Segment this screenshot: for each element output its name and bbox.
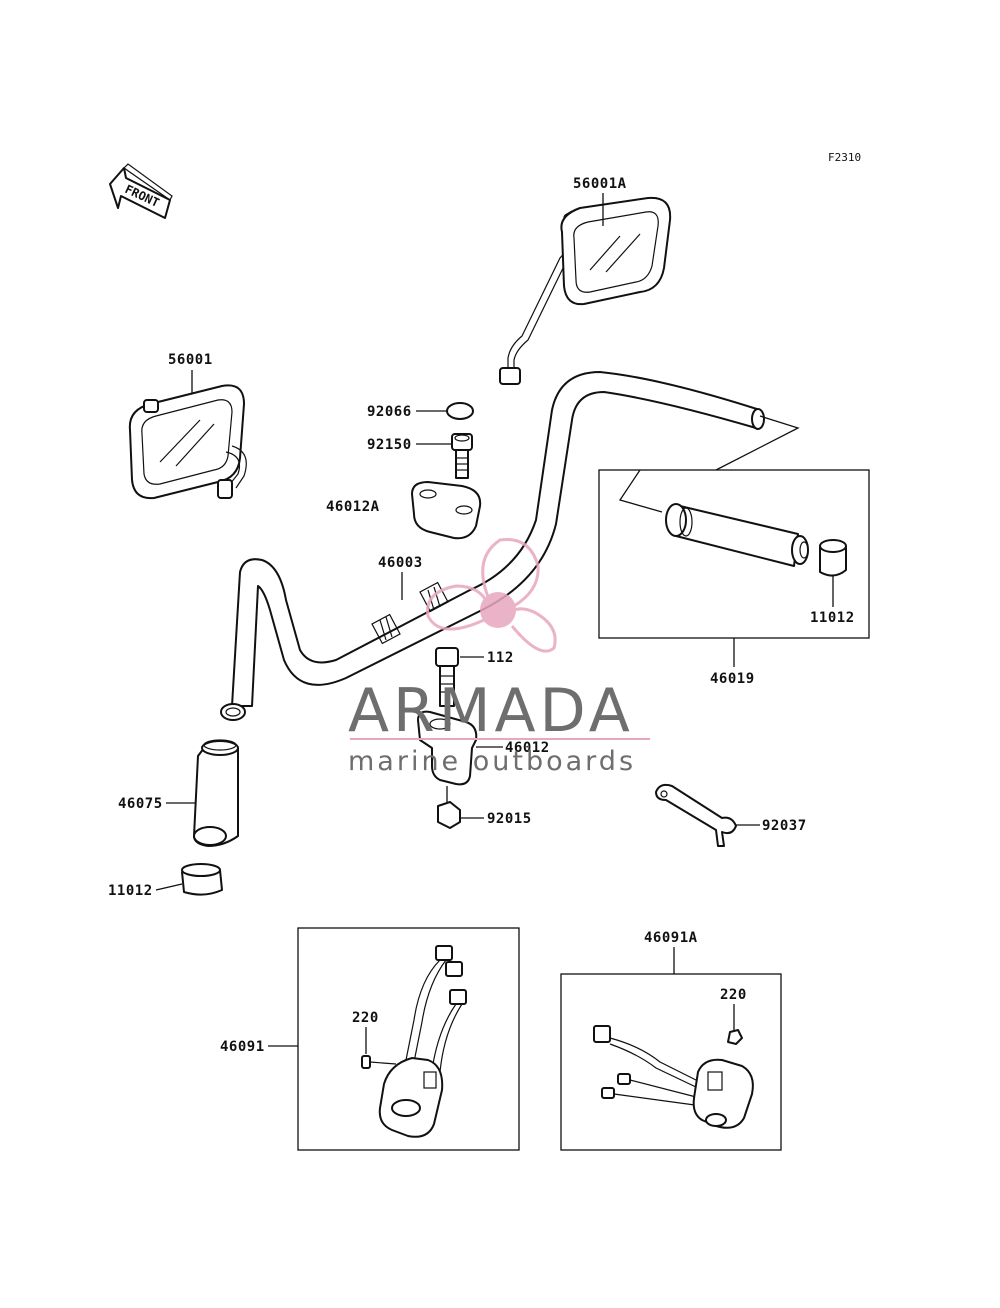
part-label-220-right: 220 <box>720 987 747 1003</box>
label-92037: 92037 <box>736 818 807 834</box>
bolt-112 <box>435 647 459 707</box>
part-label-46091: 46091 <box>220 1039 265 1055</box>
handlebar <box>220 371 765 721</box>
cap-92066 <box>446 402 474 420</box>
part-label-46075: 46075 <box>118 796 163 812</box>
label-92066: 92066 <box>367 404 447 420</box>
part-label-92150: 92150 <box>367 437 412 453</box>
label-56001A: 56001A <box>573 176 627 226</box>
nut-92015 <box>437 801 461 829</box>
part-label-92066: 92066 <box>367 404 412 420</box>
label-112: 112 <box>460 650 514 666</box>
propeller-logo-icon <box>426 538 557 653</box>
armada-watermark: ARMADA marine outboards <box>348 538 650 777</box>
part-label-46091A: 46091A <box>644 930 698 946</box>
right-switch-box <box>560 973 782 1151</box>
part-label-92015: 92015 <box>487 811 532 827</box>
end-cap-right <box>819 539 847 577</box>
part-label-92037: 92037 <box>762 818 807 834</box>
watermark-title: ARMADA <box>348 676 634 746</box>
part-label-220-left: 220 <box>352 1010 379 1026</box>
part-label-46012A: 46012A <box>326 499 380 515</box>
label-46003: 46003 <box>378 555 423 600</box>
label-11012-left: 11012 <box>108 883 183 899</box>
part-label-46003: 46003 <box>378 555 423 571</box>
end-cap-left <box>181 863 223 896</box>
part-label-56001A: 56001A <box>573 176 627 192</box>
part-label-46019: 46019 <box>710 671 755 687</box>
label-46012: 46012 <box>476 740 550 756</box>
right-switch-46091A <box>593 1025 754 1129</box>
label-11012-right: 11012 <box>810 576 855 626</box>
label-56001: 56001 <box>168 352 213 394</box>
label-46019: 46019 <box>710 638 755 687</box>
part-label-11012-right: 11012 <box>810 610 855 626</box>
grip-46075 <box>193 739 239 847</box>
throttle-leader <box>618 469 663 513</box>
label-220-left: 220 <box>352 1010 379 1054</box>
label-92150: 92150 <box>367 437 452 453</box>
left-switch-46091 <box>361 945 467 1138</box>
label-46091A: 46091A <box>644 930 698 974</box>
part-label-112: 112 <box>487 650 514 666</box>
stay-92037 <box>655 783 737 847</box>
right-mirror <box>499 196 672 385</box>
left-mirror <box>128 384 247 500</box>
figure-code: F2310 <box>828 151 861 164</box>
label-46075: 46075 <box>118 796 196 812</box>
front-arrow-icon: FRONT <box>109 163 173 219</box>
part-label-11012-left: 11012 <box>108 883 153 899</box>
watermark-subtitle: marine outboards <box>348 746 636 777</box>
throttle-grip-46019 <box>665 503 809 567</box>
handlebar-to-throttle-leader <box>715 415 800 471</box>
lower-holder-46012 <box>417 710 478 786</box>
label-46012A: 46012A <box>326 499 380 515</box>
left-switch-box <box>297 927 520 1151</box>
label-220-right: 220 <box>720 987 747 1030</box>
part-label-46012: 46012 <box>505 740 550 756</box>
part-label-56001: 56001 <box>168 352 213 368</box>
label-92015: 92015 <box>446 786 532 827</box>
bolt-92150 <box>451 433 473 479</box>
upper-holder-46012A <box>411 481 482 540</box>
label-46091: 46091 <box>220 1039 298 1055</box>
